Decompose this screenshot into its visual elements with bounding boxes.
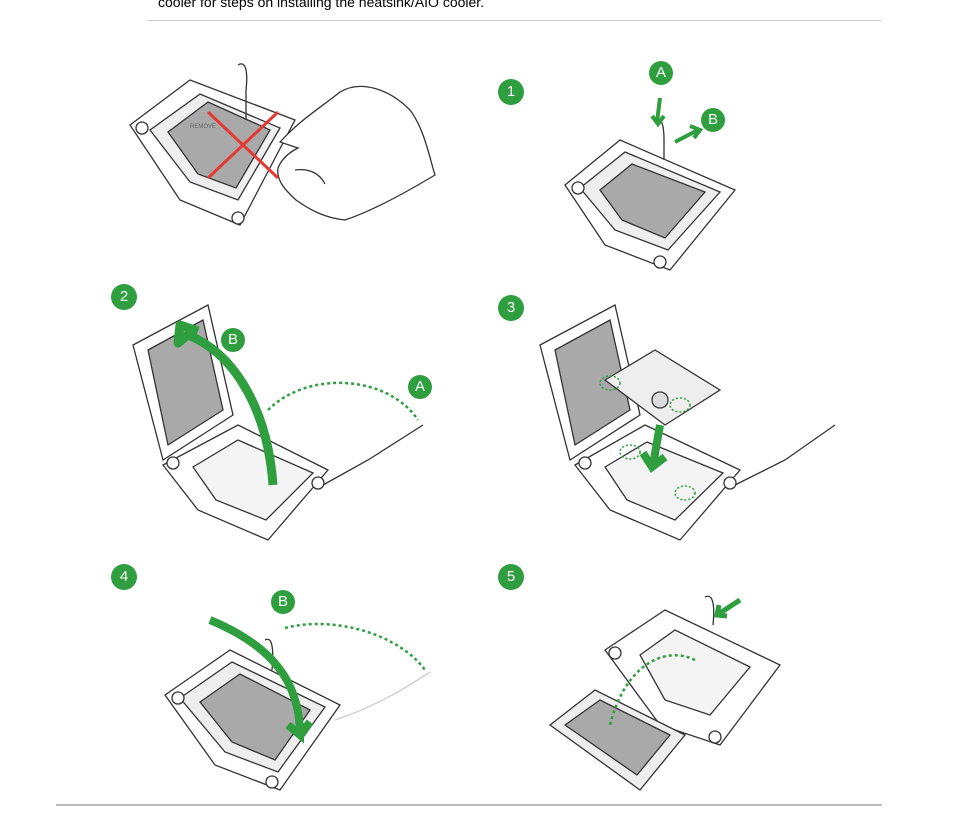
instruction-text: cooler for steps on installing the heats…: [158, 0, 485, 10]
arrow-icon: [674, 124, 704, 144]
divider-top: [148, 20, 881, 21]
step-2-letter-a: A: [408, 375, 432, 399]
socket-illustration-step-2: [132, 304, 424, 541]
socket-illustration-step-4: [164, 616, 431, 791]
cpu-label: REMOVE: [190, 124, 216, 130]
red-cross-icon: [206, 110, 280, 180]
step-1-letter-a: A: [649, 61, 673, 85]
arrow-icon: [639, 424, 668, 473]
arrow-icon: [650, 97, 666, 128]
socket-illustration-warning: REMOVE: [129, 63, 436, 226]
dotted-arc-icon: [267, 381, 420, 421]
socket-illustration-step-5: [548, 595, 781, 791]
dotted-arc-icon: [284, 622, 427, 671]
step-1-badge: 1: [498, 79, 524, 105]
step-4-letter-b: B: [271, 590, 295, 614]
step-3-badge: 3: [498, 295, 524, 321]
step-1-letter-b: B: [701, 108, 725, 132]
step-2-letter-b: B: [221, 328, 245, 352]
step-4-badge: 4: [111, 564, 137, 590]
divider-bottom: [56, 804, 882, 806]
step-5-badge: 5: [498, 564, 524, 590]
arrow-icon: [714, 597, 742, 619]
socket-illustration-step-3: [539, 304, 836, 541]
arrow-icon: [208, 616, 314, 744]
dotted-arc-icon: [608, 654, 696, 726]
arrow-icon: [173, 320, 278, 486]
socket-illustration-step-1: [564, 97, 737, 271]
step-2-badge: 2: [111, 284, 137, 310]
hand-icon: [277, 85, 436, 221]
